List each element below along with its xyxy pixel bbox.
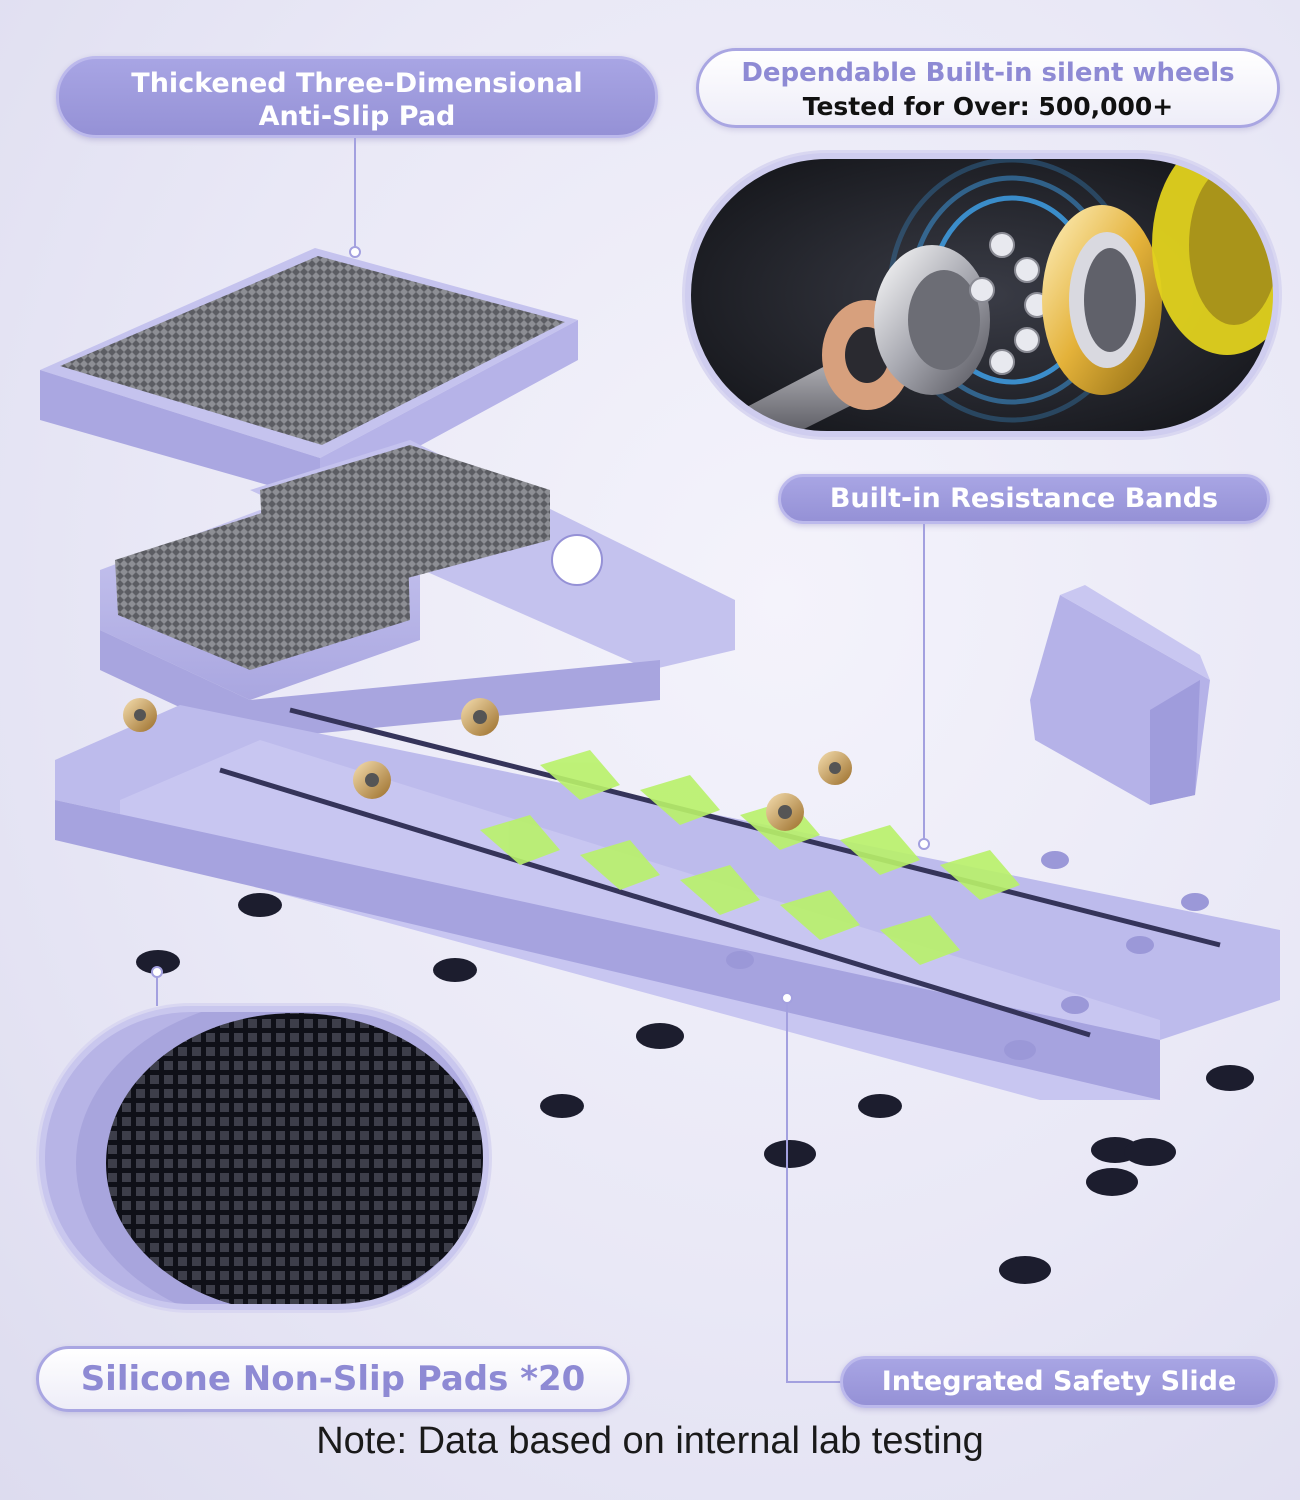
- resistance-bands-leader: [923, 524, 925, 842]
- silicone-pad-stack: [1080, 1130, 1180, 1210]
- non-slip-pads-leader-dot: [151, 966, 163, 978]
- silicone-pads-loose: [740, 1120, 1140, 1300]
- anti-slip-pad-leader: [354, 138, 356, 250]
- footnote: Note: Data based on internal lab testing: [316, 1420, 984, 1462]
- non-slip-pads-label: Silicone Non-Slip Pads *20: [80, 1359, 586, 1399]
- anti-slip-pad-leader-dot: [349, 246, 361, 258]
- resistance-bands-leader-dot: [918, 838, 930, 850]
- anti-slip-pad-line2: Anti-Slip Pad: [258, 101, 456, 132]
- safety-slide-leader-dot: [781, 992, 793, 1004]
- non-slip-pads-leader: [156, 972, 158, 1006]
- silent-wheels-callout: Dependable Built-in silent wheels Tested…: [696, 48, 1280, 128]
- non-slip-pads-callout: Silicone Non-Slip Pads *20: [36, 1346, 630, 1412]
- safety-slide-leader-horizontal: [786, 1381, 842, 1383]
- anti-slip-pad-line1: Thickened Three-Dimensional: [131, 68, 583, 99]
- silent-wheels-line1: Dependable Built-in silent wheels: [741, 58, 1235, 88]
- silent-wheels-line2: Tested for Over: 500,000+: [802, 92, 1174, 121]
- resistance-bands-label: Built-in Resistance Bands: [829, 483, 1219, 514]
- resistance-bands-callout: Built-in Resistance Bands: [778, 474, 1270, 524]
- bearing-closeup-image: [682, 150, 1282, 440]
- safety-slide-leader-vertical: [786, 998, 788, 1382]
- stepper-exploded-illustration: [0, 240, 1300, 1120]
- anti-slip-pad-callout: Thickened Three-Dimensional Anti-Slip Pa…: [56, 56, 658, 138]
- non-slip-pad-closeup-image: [36, 1003, 492, 1313]
- safety-slide-label: Integrated Safety Slide: [881, 1366, 1237, 1397]
- safety-slide-callout: Integrated Safety Slide: [840, 1356, 1278, 1408]
